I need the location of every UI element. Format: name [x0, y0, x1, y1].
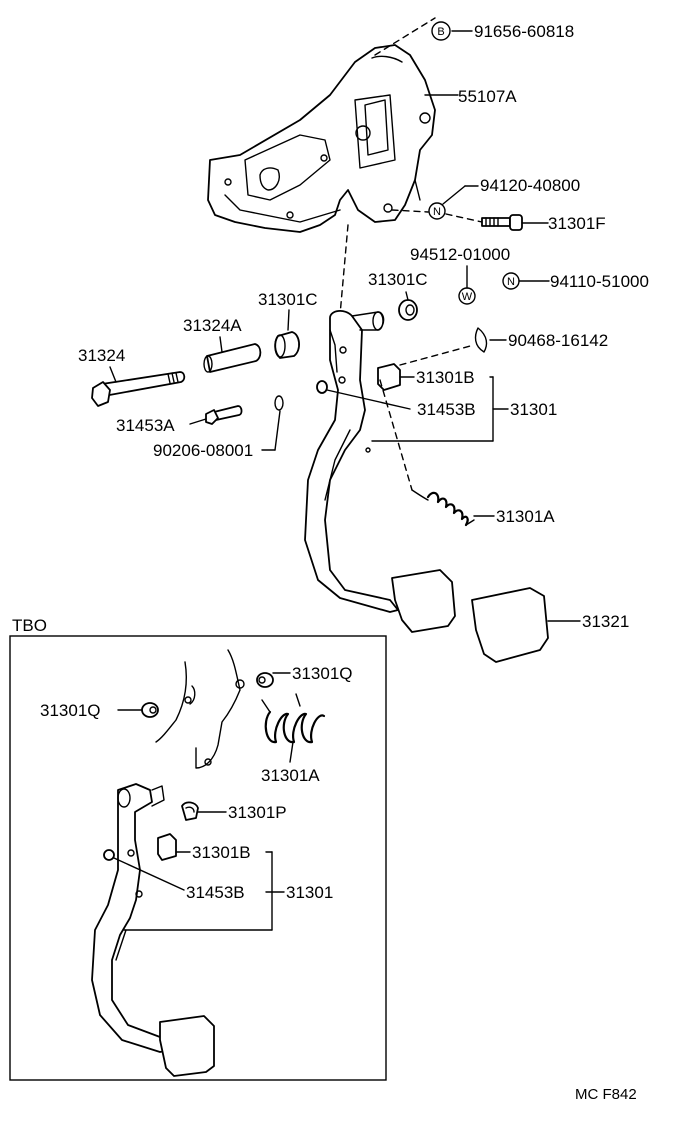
- tbo-spring: [261, 693, 326, 744]
- bushing-31301C-left: [274, 331, 300, 359]
- marker-b-text: B: [437, 26, 444, 38]
- tbo-label-31301Q-right: 31301Q: [292, 664, 353, 683]
- label-94110-51000: 94110-51000: [550, 272, 649, 291]
- tbo-stopper-left: [141, 702, 159, 718]
- tbo-nut-31453B: [103, 849, 115, 861]
- label-94512-01000: 94512-01000: [410, 245, 510, 264]
- tbo-label-31301A: 31301A: [261, 766, 320, 785]
- pedal-bracket: [207, 17, 436, 233]
- nut-31453B: [316, 380, 328, 394]
- marker-n1-text: N: [433, 206, 441, 218]
- label-91656-60818: 91656-60818: [474, 22, 574, 41]
- label-31321: 31321: [582, 612, 629, 631]
- label-31453B: 31453B: [417, 400, 476, 419]
- pedal-pad-31321: [471, 587, 549, 663]
- clutch-pedal-arm: [304, 310, 399, 613]
- label-31324A: 31324A: [183, 316, 242, 335]
- bolt-31301F: [481, 214, 523, 231]
- label-90206-08001: 90206-08001: [153, 441, 253, 460]
- washer-90206: [274, 395, 284, 411]
- marker-n2-text: N: [507, 276, 515, 288]
- tbo-cushion-31301B: [157, 833, 177, 861]
- bolt-31324: [91, 371, 186, 407]
- marker-n1: [428, 202, 446, 220]
- tbo-label-31301Q-left: 31301Q: [40, 701, 101, 720]
- tbo-pedal-arm: [91, 783, 171, 1053]
- label-31301: 31301: [510, 400, 557, 419]
- label-31453A: 31453A: [116, 416, 175, 435]
- figure-code: MC F842: [575, 1086, 637, 1103]
- bushing-31301C-right: [398, 299, 418, 321]
- tbo-pedal-pad: [159, 1015, 215, 1077]
- tbo-title: TBO: [12, 616, 47, 635]
- label-31301C-left: 31301C: [258, 290, 318, 309]
- tbo-stopper-right: [256, 672, 274, 688]
- tbo-label-31301P: 31301P: [228, 803, 287, 822]
- label-31301A: 31301A: [496, 507, 555, 526]
- label-31301C-right: 31301C: [368, 270, 428, 289]
- clip-90468: [474, 327, 488, 353]
- marker-b: [431, 21, 451, 41]
- tbo-inset-box: [9, 635, 387, 1081]
- spring-31301A: [411, 489, 475, 527]
- label-31301B: 31301B: [416, 368, 475, 387]
- label-31324: 31324: [78, 346, 125, 365]
- label-90468-16142: 90468-16142: [508, 331, 608, 350]
- tbo-label-31453B: 31453B: [186, 883, 245, 902]
- label-94120-40800: 94120-40800: [480, 176, 580, 195]
- tbo-label-31301B: 31301B: [192, 843, 251, 862]
- tbo-label-31301: 31301: [286, 883, 333, 902]
- collar-31324A: [203, 343, 262, 373]
- tbo-bracket: [155, 649, 245, 769]
- pedal-pad-main: [391, 569, 456, 633]
- label-31301F: 31301F: [548, 214, 606, 233]
- tbo-bushing-31301P: [181, 801, 199, 821]
- marker-w-text: W: [462, 291, 473, 303]
- cushion-31301B: [377, 363, 401, 391]
- bolt-31453A: [205, 405, 243, 425]
- label-55107A: 55107A: [458, 87, 517, 106]
